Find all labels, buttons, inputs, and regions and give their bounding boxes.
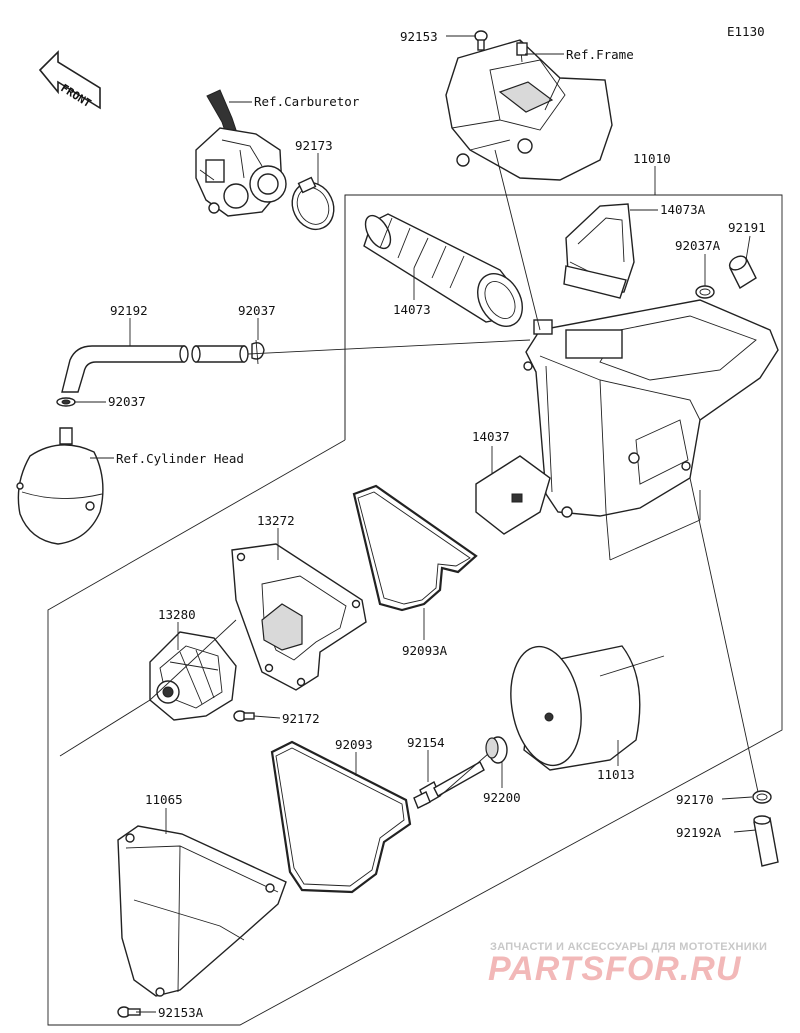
clip-92037-top — [251, 339, 265, 365]
air-cleaner-housing-11010 — [523, 299, 779, 518]
label-92093A: 92093A — [402, 643, 448, 658]
cover-11065 — [117, 825, 287, 997]
hose-92192 — [61, 345, 249, 393]
gasket-92093A — [352, 484, 478, 612]
label-92200: 92200 — [483, 790, 521, 805]
hose-92192A — [753, 815, 779, 867]
front-arrow-badge: FRONT — [38, 50, 101, 110]
label-92037-top: 92037 — [238, 303, 276, 318]
label-11065: 11065 — [145, 792, 183, 807]
leader-lines — [59, 35, 759, 1013]
clamp-92173 — [291, 176, 335, 231]
diagram-code: E1130 — [727, 24, 765, 39]
label-ref-frame: Ref.Frame — [566, 47, 634, 62]
washer-92200 — [485, 736, 508, 764]
label-92037A: 92037A — [675, 238, 721, 253]
bolt-92154 — [413, 761, 485, 809]
watermark-line2: PARTSFOR.RU — [488, 950, 742, 988]
label-13272: 13272 — [257, 513, 295, 528]
label-92154: 92154 — [407, 735, 445, 750]
label-92037-left: 92037 — [108, 394, 146, 409]
plate-14037 — [475, 455, 551, 535]
label-11010: 11010 — [633, 151, 671, 166]
screw-92172 — [233, 710, 255, 722]
carburetor — [195, 89, 287, 217]
label-92192A: 92192A — [676, 825, 722, 840]
hose-92191 — [728, 255, 757, 290]
intake-duct-14073 — [363, 213, 523, 327]
label-92153: 92153 — [400, 29, 438, 44]
gasket-92093 — [270, 740, 412, 894]
duct-14073A — [563, 203, 635, 299]
label-92170: 92170 — [676, 792, 714, 807]
label-92172: 92172 — [282, 711, 320, 726]
label-14073: 14073 — [393, 302, 431, 317]
label-13280: 13280 — [158, 607, 196, 622]
label-92153A: 92153A — [158, 1005, 204, 1020]
frame-reference — [445, 39, 613, 181]
bolt-92153 — [474, 30, 488, 51]
label-14073A: 14073A — [660, 202, 706, 217]
label-ref-cylinder-head: Ref.Cylinder Head — [116, 451, 244, 466]
label-92093: 92093 — [335, 737, 373, 752]
label-14037: 14037 — [472, 429, 510, 444]
clip-92037A — [695, 285, 715, 299]
element-holder-13280 — [149, 631, 237, 721]
label-11013: 11013 — [597, 767, 635, 782]
label-ref-carburetor: Ref.Carburetor — [254, 94, 360, 109]
clip-92037-left — [56, 397, 76, 407]
label-92173: 92173 — [295, 138, 333, 153]
watermark-line1: ЗАПЧАСТИ И АКСЕССУАРЫ ДЛЯ МОТОТЕХНИКИ — [490, 941, 767, 953]
label-92192: 92192 — [110, 303, 148, 318]
clamp-92170 — [752, 790, 772, 804]
label-92191: 92191 — [728, 220, 766, 235]
air-filter-element-11013 — [510, 645, 665, 771]
watermark: ЗАПЧАСТИ И АКСЕССУАРЫ ДЛЯ МОТОТЕХНИКИ PA… — [488, 941, 767, 988]
cylinder-head-reference — [16, 427, 104, 545]
holder-13272 — [231, 543, 367, 691]
